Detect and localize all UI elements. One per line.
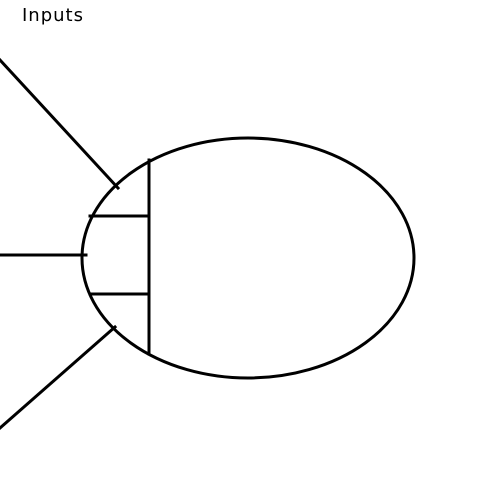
inputs-label: Inputs xyxy=(22,5,84,26)
input-line-top xyxy=(0,57,121,191)
gate-ellipse xyxy=(80,136,416,380)
input-line-bottom xyxy=(0,324,118,430)
